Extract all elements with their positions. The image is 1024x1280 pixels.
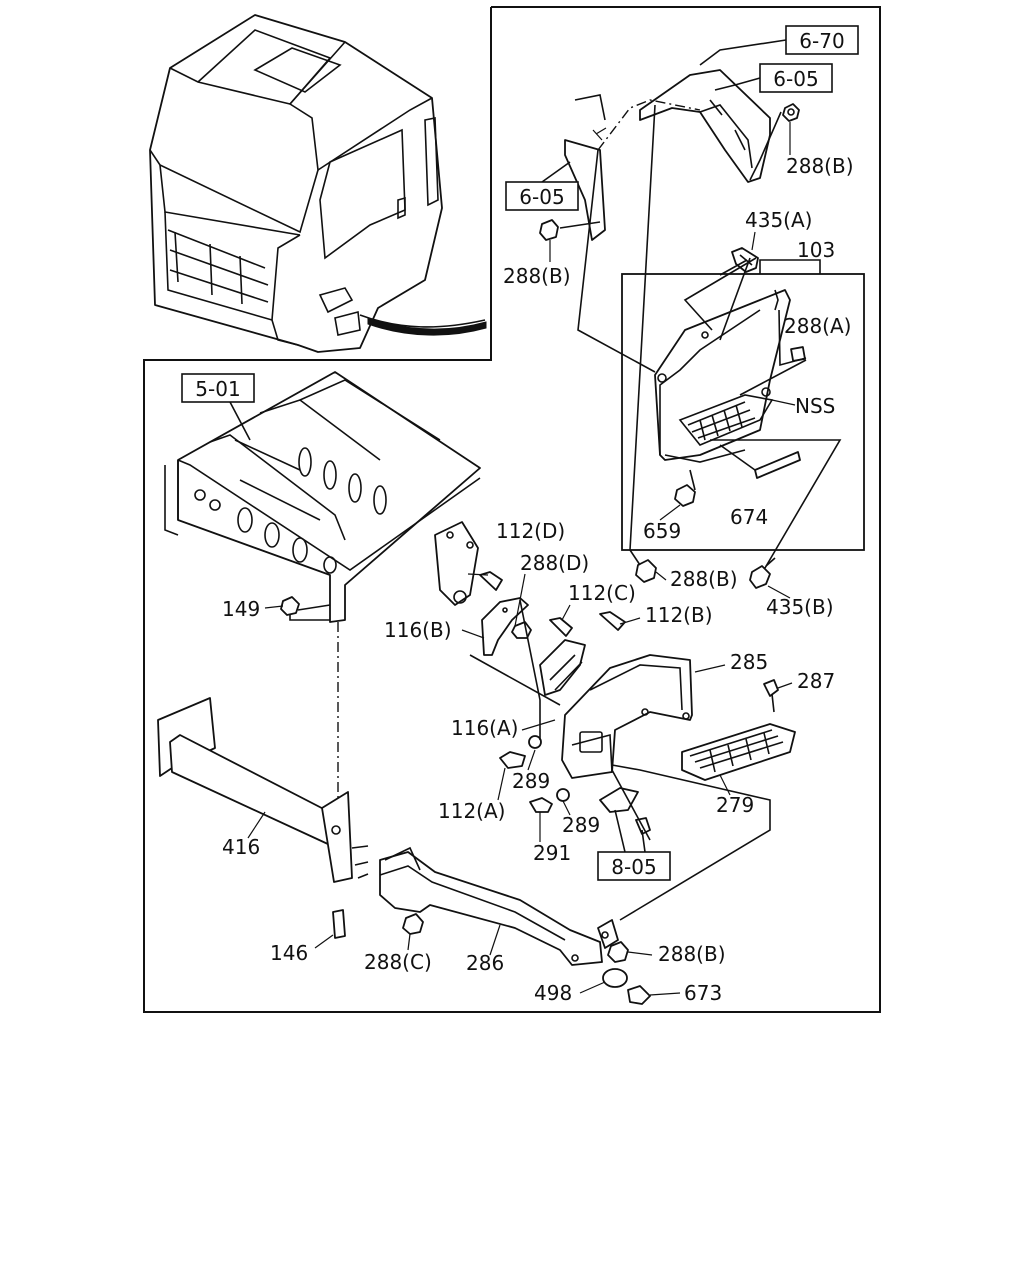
label-288b-left: 288(B) [503,264,571,288]
label-289-a: 289 [512,769,550,793]
label-288c: 288(C) [364,950,432,974]
label-288a: 288(A) [784,314,851,338]
label-287: 287 [797,669,835,693]
label-146: 146 [270,941,308,965]
label-112d: 112(D) [496,519,565,543]
label-288b-bottom: 288(B) [658,942,726,966]
upper-step-assembly [539,69,842,589]
label-285: 285 [730,650,768,674]
svg-text:8-05: 8-05 [611,855,656,879]
label-112b: 112(B) [645,603,713,627]
ref-box-6-05-right: 6-05 [714,63,833,93]
label-416: 416 [222,835,260,859]
label-291: 291 [533,841,571,865]
label-112c: 112(C) [568,581,636,605]
ref-box-5-01: 5-01 [181,373,255,441]
label-116a: 116(A) [451,716,518,740]
group-103-frame [621,273,865,551]
label-674: 674 [730,505,768,529]
label-435a: 435(A) [745,208,812,232]
label-435b: 435(B) [766,595,834,619]
svg-text:5-01: 5-01 [195,377,240,401]
part-labels: 288(B) 435(A) 103 288(B) 288(A) NSS 659 … [222,154,854,1005]
label-289-b: 289 [562,813,600,837]
label-286: 286 [466,951,504,975]
ref-box-8-05: 8-05 [597,809,671,881]
label-288d: 288(D) [520,551,589,575]
chassis-frame-rail [164,371,481,623]
label-659: 659 [643,519,681,543]
label-leaders [247,122,796,996]
upper-frame [143,6,881,1013]
ref-box-6-70: 6-70 [699,25,859,66]
ref-box-6-05-left: 6-05 [505,161,579,211]
svg-text:6-05: 6-05 [773,67,818,91]
label-498: 498 [534,981,572,1005]
label-nss: NSS [795,394,835,418]
label-103: 103 [797,238,835,262]
label-288b-top: 288(B) [786,154,854,178]
lower-step-assembly [157,571,796,1005]
label-149: 149 [222,597,260,621]
svg-text:6-05: 6-05 [519,185,564,209]
svg-text:6-70: 6-70 [799,29,844,53]
cab-illustration [149,14,487,353]
label-288b-mid: 288(B) [670,567,738,591]
label-116b: 116(B) [384,618,452,642]
label-673: 673 [684,981,722,1005]
label-279: 279 [716,793,754,817]
label-112a: 112(A) [438,799,505,823]
